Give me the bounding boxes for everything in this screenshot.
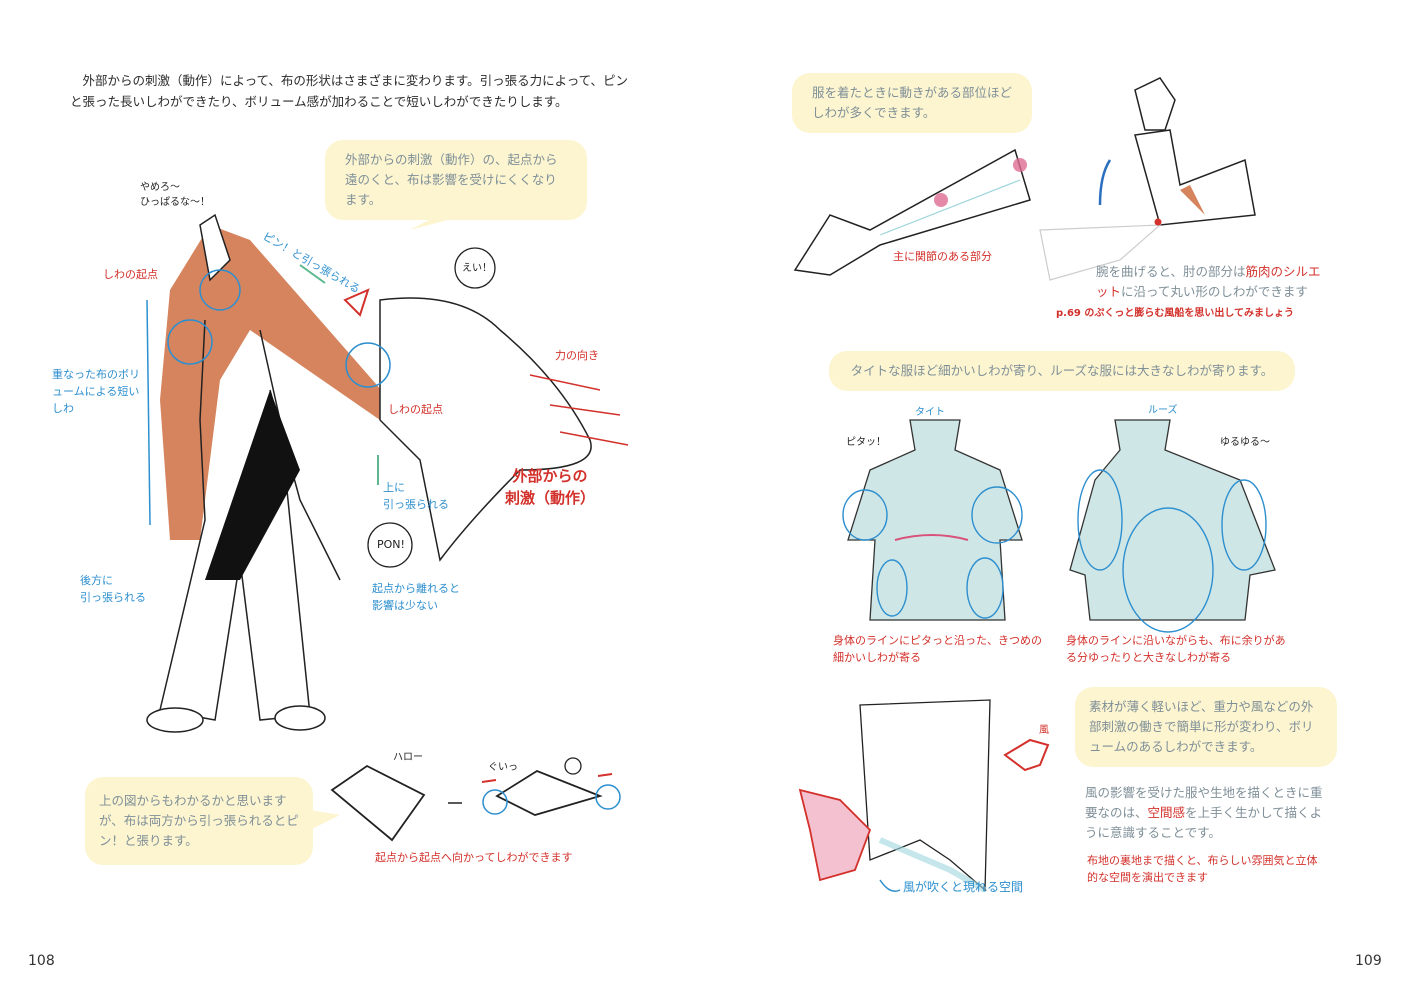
elbow-text: 腕を曲げると、肘の部分は筋肉のシルエットに沿って丸い形のしわができます [1096, 262, 1328, 302]
label-origin-to-origin: 起点から起点へ向かってしわができます [375, 851, 573, 864]
square-cloth-illustration [330, 757, 621, 842]
sfx-pita: ピタッ！ [846, 437, 886, 448]
elbow-text-highlight: 筋肉のシルエット [1096, 264, 1321, 299]
label-gui: ぐいっ [488, 762, 518, 773]
label-pulled-up: 上に 引っ張られる [383, 481, 449, 511]
elbow-text-b: に沿って丸い形のしわができます [1121, 284, 1308, 299]
intro-paragraph: 外部からの刺激（動作）によって、布の形状はさまざまに変わります。引っ張る力によっ… [70, 73, 629, 109]
callout-tail [410, 214, 470, 230]
label-far-from-origin: 起点から離れると 影響は少ない [372, 582, 460, 612]
label-wrinkle-origin-2: しわの起点 [388, 403, 443, 416]
arm-illustration [793, 77, 1256, 281]
callout-tail [310, 810, 340, 830]
label-volume-wrinkles: 重なった布のボリュームによる短いしわ [52, 368, 140, 415]
callout-top: 外部からの刺激（動作）の、起点から遠のくと、布は影響を受けにくくなります。 [325, 140, 587, 220]
callout-arm: 服を着たときに動きがある部位ほどしわが多くできます。 [792, 73, 1032, 133]
speech-yamero: やめろ～ ひっぱるな～！ [140, 182, 210, 208]
label-tight: タイト [915, 407, 945, 418]
label-wind: 風 [1039, 725, 1049, 736]
curtain-illustration [798, 699, 1050, 893]
label-pulled-back: 後方に 引っ張られる [80, 574, 146, 604]
wind-text-b: を上手く生かして描くように意識することです。 [1085, 805, 1323, 840]
label-external-stimulus: 外部からの 刺激（動作） [505, 467, 596, 507]
page-number-right: 109 [1355, 953, 1382, 969]
label-wind-space: 風が吹くと現れる空間 [903, 880, 1024, 894]
wind-tip: 布地の裏地まで描くと、布らしい雰囲気と立体的な空間を演出できます [1087, 854, 1318, 884]
label-hello: ハロー [393, 752, 423, 763]
elbow-reference: p.69 のぷくっと膨らむ風船を思い出してみましょう [1056, 308, 1295, 319]
callout-material: 素材が薄く軽いほど、重力や風などの外部刺激の働きで簡単に形が変わり、ボリュームの… [1075, 687, 1337, 767]
caption-loose: 身体のラインに沿いながらも、布に余りがある分ゆったりと大きなしわが寄る [1066, 634, 1286, 664]
sfx-yuru: ゆるゆる～ [1220, 437, 1270, 448]
elbow-text-a: 腕を曲げると、肘の部分は [1096, 264, 1246, 279]
callout-bottom: 上の図からもわかるかと思いますが、布は両方から引っ張られるとピン！と張ります。 [85, 777, 313, 865]
label-force-direction: 力の向き [555, 349, 599, 362]
label-wrinkle-origin-1: しわの起点 [103, 268, 158, 281]
callout-tight-loose: タイトな服ほど細かいしわが寄り、ルーズな服には大きなしわが寄ります。 [829, 351, 1295, 391]
speech-pon: PON! [377, 538, 405, 551]
page-number-left: 108 [28, 953, 55, 969]
figure-illustration [146, 213, 629, 733]
label-joints: 主に関節のある部分 [893, 250, 992, 263]
wind-text-a: 風の影響を受けた服や生地を描くときに重要なのは、 [1085, 785, 1323, 820]
label-loose: ルーズ [1148, 405, 1178, 416]
tshirt-illustrations [842, 419, 1276, 633]
caption-tight: 身体のラインにピタっと沿った、きつめの細かいしわが寄る [833, 634, 1042, 664]
wind-text: 風の影響を受けた服や生地を描くときに重要なのは、空間感を上手く生かして描くように… [1085, 783, 1330, 843]
wind-text-highlight: 空間感 [1147, 805, 1186, 820]
speech-ei: えい！ [462, 263, 492, 274]
